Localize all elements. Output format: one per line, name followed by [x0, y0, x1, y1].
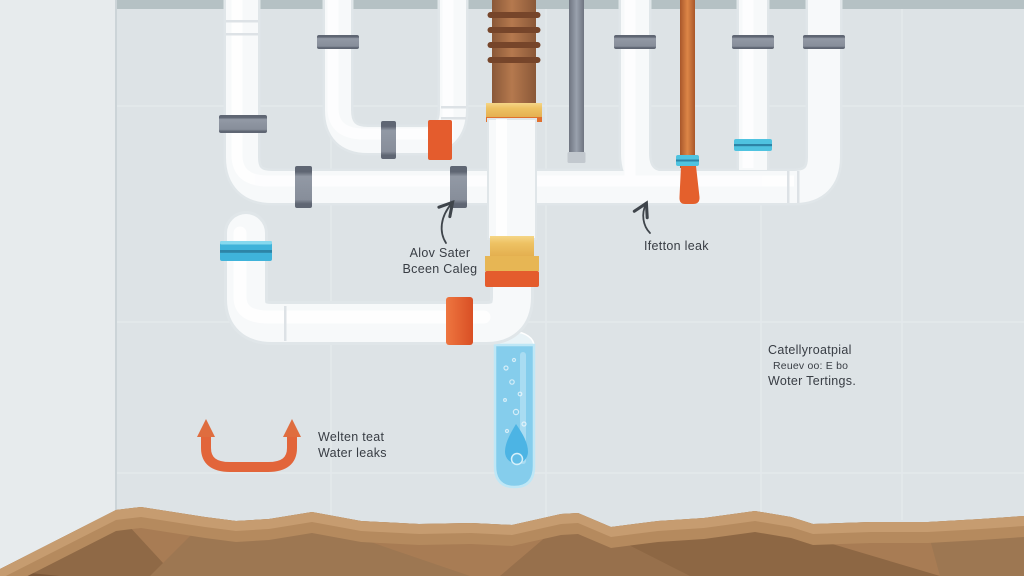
gray-coupling [614, 35, 656, 49]
coupling-arrow-icon [437, 199, 455, 244]
annotation-arrows [437, 199, 651, 244]
up-arrow-icon [283, 419, 301, 437]
gray-coupling [381, 121, 396, 159]
thin-copper-pipe [680, 0, 695, 168]
gray-coupling [450, 166, 467, 208]
leak-note-label: Ifetton leak [644, 238, 709, 254]
central-riser-pipe [485, 118, 539, 287]
gray-vent-pipe [567, 0, 586, 163]
water-droplet-icon [505, 424, 528, 464]
orange-coupling [428, 120, 452, 160]
flow-direction-arc [197, 419, 301, 472]
tube-water [493, 343, 536, 489]
flow-arc [201, 436, 297, 472]
gray-coupling [219, 115, 267, 133]
tube-bubbles [503, 357, 527, 434]
blue-coupling [220, 241, 272, 261]
info-note-line1: Catellyroatpial [768, 343, 852, 357]
info-note-line3: Woter Tertings. [768, 374, 857, 388]
gray-coupling [317, 35, 359, 49]
orange-band-coupling [485, 271, 539, 287]
ground-terrain [0, 507, 1024, 576]
gray-coupling [803, 35, 845, 49]
flow-note-label: Welten teat Water leaks [318, 429, 387, 461]
flow-note-line1: Welten teat [318, 430, 385, 444]
leak-note-text: Ifetton leak [644, 239, 709, 253]
cyan-coupling [734, 139, 772, 151]
gold-coupling-lower-base [485, 256, 539, 271]
collection-tube [493, 331, 536, 489]
up-arrow-icon [197, 419, 215, 437]
pipe-joints [226, 20, 800, 341]
leak-arrow-icon [632, 200, 651, 234]
info-note-line2: Reuev oo: E bo [773, 359, 849, 372]
cyan-coupling-small [676, 155, 699, 166]
info-note-label: Catellyroatpial Reuev oo: E bo Woter Ter… [768, 343, 888, 390]
coupling-note-line2: Bceen Caleg [402, 262, 478, 276]
orange-coupling-drain [446, 297, 473, 345]
gray-coupling [732, 35, 774, 49]
gold-coupling-lower-top [490, 236, 534, 257]
gold-coupling-upper [486, 103, 542, 118]
flow-note-line2: Water leaks [318, 446, 387, 460]
copper-supply-pipe [486, 0, 542, 122]
left-wall-panel [0, 0, 116, 576]
orange-valve-nozzle [679, 166, 700, 204]
coupling-note-label: Alov Sater Bceen Caleg [396, 245, 484, 277]
tile-seams [117, 9, 1024, 522]
pipe-couplings [219, 35, 845, 345]
coupling-note-line1: Alov Sater [409, 246, 471, 260]
gray-coupling [295, 166, 312, 208]
